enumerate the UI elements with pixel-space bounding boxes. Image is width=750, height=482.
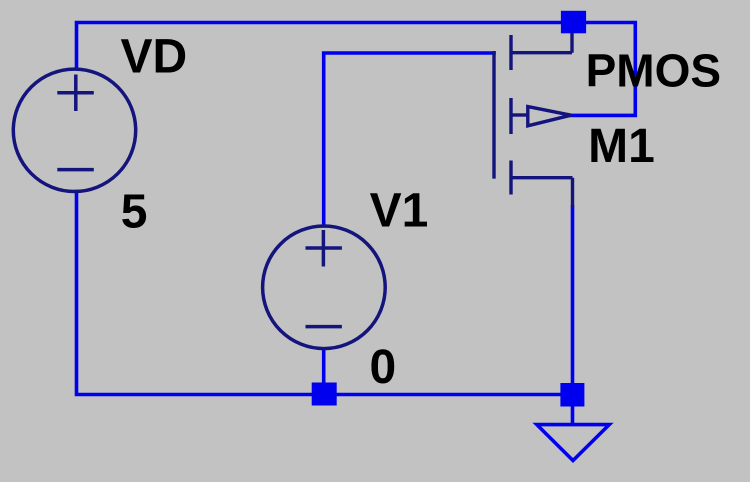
svg-text:VD: VD: [121, 30, 188, 83]
svg-text:0: 0: [370, 341, 397, 394]
svg-text:PMOS: PMOS: [586, 44, 721, 96]
svg-text:V1: V1: [370, 184, 429, 237]
svg-text:5: 5: [121, 186, 148, 239]
svg-text:M1: M1: [588, 120, 655, 173]
